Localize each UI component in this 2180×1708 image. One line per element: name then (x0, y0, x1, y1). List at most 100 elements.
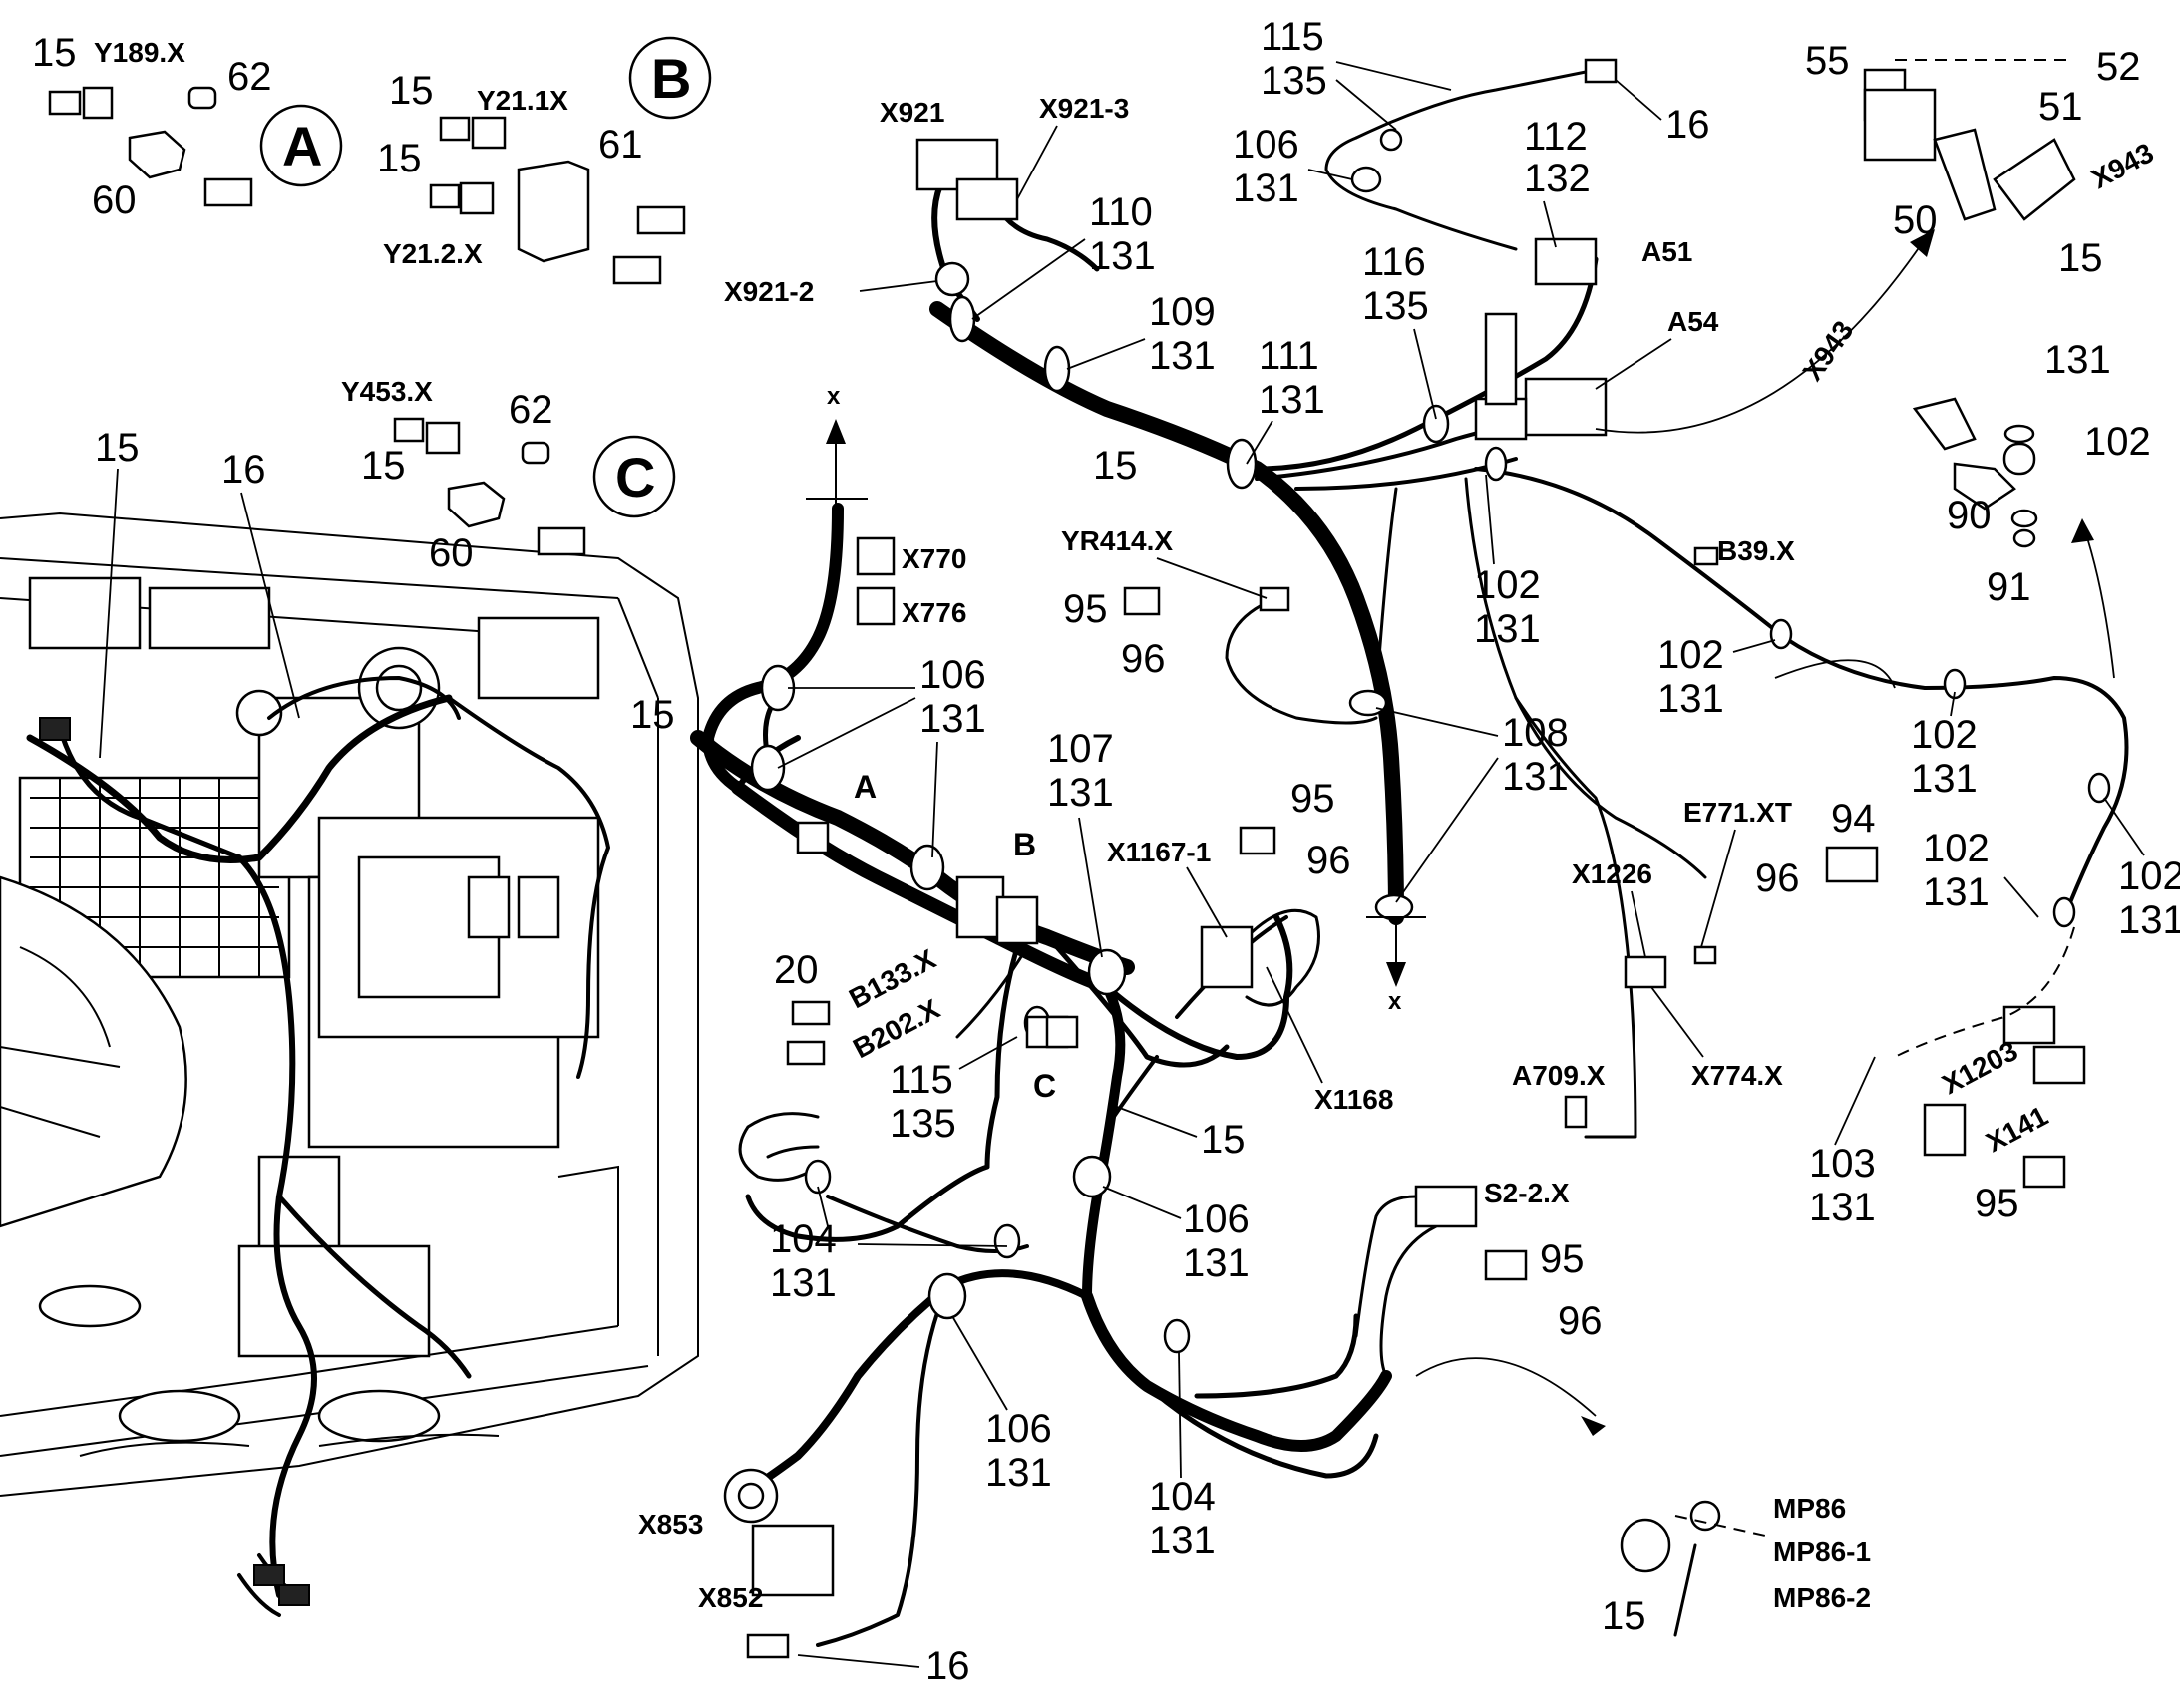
label-106-top: 106 (1233, 123, 1299, 167)
label-102-a: 102 (1474, 563, 1541, 607)
clip-95-br (2022, 1155, 2066, 1189)
callout-b-code2: Y21.2.X (383, 238, 483, 269)
label-x1168: X1168 (1314, 1084, 1393, 1115)
clip-94 (1825, 846, 1879, 883)
label-a709: A709.X (1512, 1060, 1606, 1091)
label-111: 111 (1259, 334, 1319, 378)
axis-markers: x x (806, 383, 1426, 1015)
callout-b-circle (628, 36, 712, 120)
label-95-yr: 95 (1063, 587, 1108, 631)
label-102-e: 102 (2118, 854, 2180, 898)
label-letter-b: B (1013, 827, 1036, 862)
label-103: 103 (1809, 1142, 1876, 1186)
label-55: 55 (1805, 39, 1850, 83)
callout-a-60: 60 (92, 178, 137, 222)
label-102-e-131: 131 (2118, 898, 2180, 942)
label-104-a: 104 (770, 1217, 837, 1261)
label-102-c: 102 (1911, 713, 1978, 757)
callout-b-15a: 15 (389, 69, 434, 113)
label-x776: X776 (902, 597, 966, 628)
label-112-132: 132 (1524, 157, 1591, 200)
label-96-yr: 96 (1121, 637, 1166, 681)
label-95-s2: 95 (1540, 1237, 1585, 1281)
label-96-e771: 96 (1755, 856, 1800, 900)
label-mp86-1: MP86-1 (1773, 1537, 1871, 1567)
label-a54: A54 (1667, 306, 1719, 337)
label-letter-c: C (1033, 1068, 1056, 1104)
clip-95-s2 (1484, 1249, 1528, 1281)
detail-arrows (1415, 59, 2115, 1436)
label-x774: X774.X (1691, 1060, 1783, 1091)
label-109-131: 131 (1149, 334, 1216, 378)
label-mp86-2: MP86-2 (1773, 1582, 1871, 1613)
label-x141: X141 (1981, 1100, 2052, 1158)
label-131-r: 131 (2044, 338, 2111, 382)
label-x853: X853 (638, 1509, 703, 1539)
callout-a-code: Y189.X (94, 37, 185, 68)
connector-b133 (791, 1000, 831, 1026)
callout-a-62: 62 (227, 55, 272, 99)
label-15-mid: 15 (1093, 444, 1138, 488)
label-115-mid-135: 135 (890, 1102, 956, 1146)
callout-a-15: 15 (32, 31, 77, 75)
callout-c-15: 15 (361, 444, 406, 488)
label-104-a-131: 131 (770, 1261, 837, 1305)
label-106-low-131: 131 (1183, 1241, 1250, 1285)
label-102-d-131: 131 (1923, 870, 1990, 914)
label-102-b-131: 131 (1657, 677, 1724, 721)
label-115-top-135: 135 (1261, 59, 1327, 103)
harness-clamps (750, 128, 2111, 1354)
cab-frame-drawing (0, 512, 699, 1497)
callout-b-61: 61 (598, 123, 643, 167)
label-yr414: YR414.X (1061, 525, 1173, 556)
label-106-mid: 106 (919, 653, 986, 697)
connector-x770 (856, 536, 896, 576)
callout-c-code: Y453.X (341, 376, 433, 407)
label-mp86: MP86 (1773, 1493, 1846, 1524)
label-109: 109 (1149, 290, 1216, 334)
connector-x1226 (1624, 955, 1667, 989)
label-106-low: 106 (1183, 1197, 1250, 1241)
labels-top: X921 X921-3 X921-2 110 131 109 131 115 1… (724, 15, 1719, 488)
connector-a709 (1564, 1095, 1588, 1129)
label-111-131: 131 (1259, 378, 1325, 422)
label-x770: X770 (902, 543, 966, 574)
label-102-r: 102 (2084, 420, 2151, 464)
label-52: 52 (2096, 45, 2141, 89)
label-107: 107 (1047, 727, 1114, 771)
connector-b39 (1693, 546, 1719, 566)
label-106-bottom-131: 131 (985, 1451, 1052, 1495)
label-91: 91 (1987, 565, 2031, 609)
label-107-131: 131 (1047, 771, 1114, 815)
label-50: 50 (1893, 198, 1938, 242)
callout-c-62: 62 (509, 388, 553, 432)
connector-a54 (1524, 377, 1608, 437)
clip-95-yr (1123, 586, 1161, 616)
callout-b-code1: Y21.1X (477, 85, 568, 116)
label-116: 116 (1362, 240, 1426, 284)
label-103-131: 131 (1809, 1186, 1876, 1229)
label-e771: E771.XT (1683, 797, 1792, 828)
connector-x921-3 (955, 177, 1019, 221)
callout-a-connector (82, 86, 114, 120)
callout-c: Y453.X 15 62 60 C (341, 376, 676, 575)
connector-16-top (1584, 58, 1618, 84)
label-106-bottom: 106 (985, 1407, 1052, 1451)
main-harness (690, 68, 2129, 1647)
connector-b202 (786, 1040, 826, 1066)
connector-x776 (856, 586, 896, 626)
label-115-mid: 115 (890, 1058, 953, 1102)
label-95-x1167: 95 (1290, 777, 1335, 821)
label-108-131: 131 (1502, 755, 1569, 799)
cab-harness-wires (26, 676, 610, 1617)
label-b39: B39.X (1717, 535, 1795, 566)
label-112: 112 (1524, 115, 1588, 159)
label-106-top-131: 131 (1233, 167, 1299, 210)
label-95-br: 95 (1975, 1182, 2019, 1225)
label-102-b: 102 (1657, 633, 1724, 677)
callout-a-screw (187, 86, 217, 110)
label-102-d: 102 (1923, 827, 1990, 870)
label-16-bottom: 16 (925, 1644, 970, 1688)
label-16-cab: 16 (221, 448, 266, 492)
labels-middle: X770 X776 YR414.X 95 96 B39.X 102 131 10… (630, 474, 2180, 1115)
